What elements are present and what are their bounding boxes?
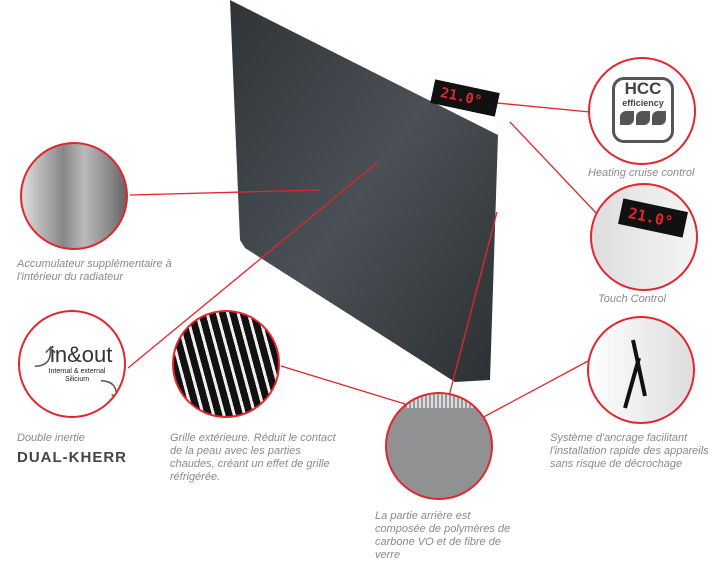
touch-control-circle: 21.0°: [590, 183, 698, 291]
accumulator-detail-circle: [20, 142, 128, 250]
anchor-bracket-icon: [623, 339, 647, 409]
radiator-panel: [230, 0, 498, 382]
caption-grille: Grille extérieure. Réduit le contact de …: [170, 432, 336, 483]
arrow-up-icon: ⤴: [34, 345, 57, 370]
hcc-logo-sub: efficiency: [622, 98, 664, 108]
caption-touch: Touch Control: [598, 293, 667, 305]
temperature-readout: 21.0°: [438, 84, 484, 110]
caption-arriere: La partie arrière est composée de polymè…: [375, 510, 511, 561]
caption-ancrage: Système d'ancrage facilitant l'installat…: [550, 432, 709, 470]
inout-logo-sub: Internal & external: [48, 368, 106, 375]
inout-logo-text: in&out: [50, 342, 113, 367]
touch-temperature-readout: 21.0°: [626, 203, 675, 231]
grille-detail-circle: [172, 310, 280, 418]
dual-kherr-logo: DUAL-KHERR: [17, 449, 127, 466]
hcc-leaf-icons: [615, 111, 671, 125]
caption-accumulateur: Accumulateur supplémentaire à l'intérieu…: [17, 258, 172, 283]
inout-logo-circle: ⤴ in&out Internal & external Silicium ⤵: [18, 310, 126, 418]
arrow-down-icon: ⤵: [100, 379, 123, 404]
inout-logo-sub2: Silicium: [64, 376, 90, 383]
anchor-system-circle: [587, 316, 695, 424]
back-panel-circle: [385, 392, 493, 500]
touch-display: 21.0°: [618, 198, 688, 238]
caption-double-inertie: Double inertie: [17, 432, 85, 444]
hcc-logo-circle: HCC efficiency: [588, 57, 696, 165]
hcc-logo-text: HCC: [624, 79, 662, 98]
caption-hcc: Heating cruise control: [588, 167, 695, 179]
connector-lines: [127, 102, 599, 421]
